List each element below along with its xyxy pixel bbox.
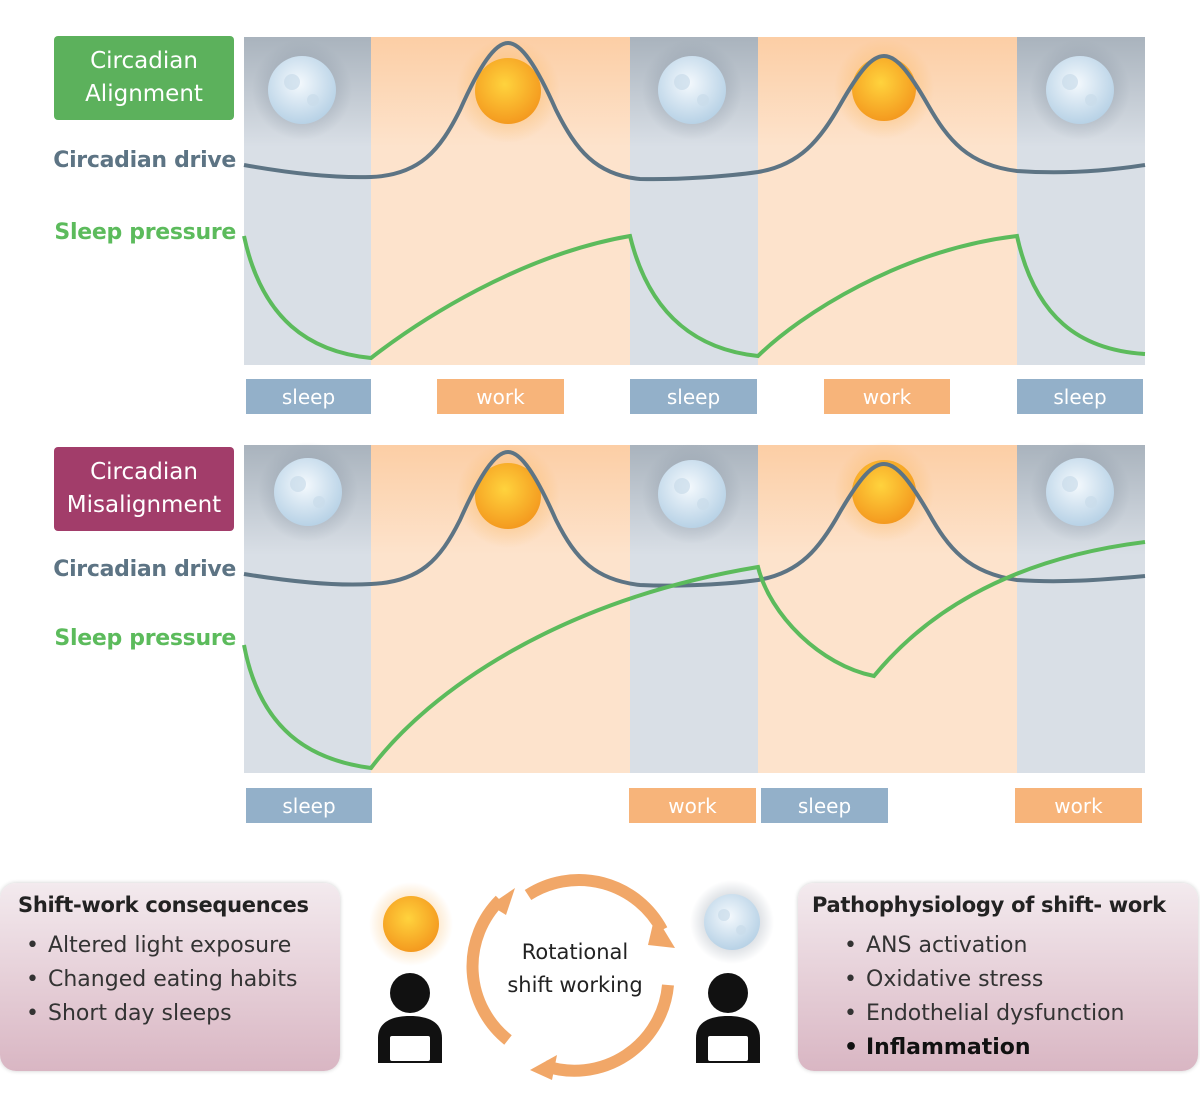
pathophysiology-title: Pathophysiology of shift- work	[812, 893, 1166, 917]
misalignment-chart	[242, 442, 1146, 773]
alignment-title-line2: Alignment	[85, 81, 203, 107]
list-item: Inflammation	[844, 1031, 1125, 1065]
rotational-line2: shift working	[507, 973, 643, 997]
moon-icon	[1030, 40, 1130, 140]
list-item: Endothelial dysfunction	[844, 997, 1125, 1031]
misalignment-title-line1: Circadian	[90, 459, 198, 485]
moon-icon	[252, 40, 352, 140]
sleep-pressure-curve	[242, 540, 1146, 771]
person-at-laptop-icon	[378, 973, 442, 1063]
moon-icon	[690, 880, 774, 964]
sun-icon	[834, 442, 934, 542]
list-item: ANS activation	[844, 929, 1125, 963]
sun-icon	[834, 39, 934, 139]
alignment-sleep-bar: sleep	[1017, 379, 1143, 414]
alignment-title-line1: Circadian	[90, 48, 198, 74]
cycle-arrows-icon	[466, 874, 675, 1080]
moon-icon	[1030, 442, 1130, 542]
alignment-sleep-bar: sleep	[630, 379, 757, 414]
alignment-work-bar: work	[824, 379, 950, 414]
pathophysiology-box: Pathophysiology of shift- work ANS activ…	[798, 883, 1198, 1071]
misalignment-work-bar: work	[629, 788, 756, 823]
shift-work-consequences-box: Shift-work consequences Altered light ex…	[0, 883, 340, 1071]
alignment-sleep-label: Sleep pressure	[54, 220, 236, 245]
misalignment-sleep-bar: sleep	[246, 788, 372, 823]
rotational-shift-label: Rotational shift working	[496, 936, 654, 1002]
list-item: Altered light exposure	[26, 929, 297, 963]
misalignment-title-line2: Misalignment	[66, 492, 222, 518]
sun-icon	[369, 882, 453, 966]
list-item: Oxidative stress	[844, 963, 1125, 997]
sun-icon	[456, 444, 560, 548]
moon-icon	[258, 442, 358, 542]
consequences-title: Shift-work consequences	[18, 893, 309, 917]
alignment-sleep-bar: sleep	[246, 379, 371, 414]
alignment-title-badge: Circadian Alignment	[54, 36, 234, 120]
list-item: Short day sleeps	[26, 997, 297, 1031]
moon-icon	[642, 40, 742, 140]
circadian-drive-curve	[243, 40, 1146, 182]
rotational-line1: Rotational	[521, 940, 629, 964]
misalignment-work-bar: work	[1015, 788, 1142, 823]
misalignment-sleep-bar: sleep	[761, 788, 888, 823]
alignment-chart	[242, 37, 1146, 365]
alignment-panel: Circadian Alignment Circadian drive Slee…	[0, 0, 1200, 430]
sleep-pressure-curve	[242, 233, 1146, 361]
pathophysiology-list: ANS activation Oxidative stress Endothel…	[844, 929, 1125, 1065]
consequences-list: Altered light exposure Changed eating ha…	[26, 929, 297, 1031]
misalignment-sleep-label: Sleep pressure	[54, 626, 236, 651]
misalignment-drive-label: Circadian drive	[53, 557, 236, 582]
rotation-illustration	[369, 874, 774, 1080]
list-item: Changed eating habits	[26, 963, 297, 997]
alignment-work-bar: work	[437, 379, 564, 414]
alignment-drive-label: Circadian drive	[53, 148, 236, 173]
moon-icon	[642, 444, 742, 544]
person-at-laptop-icon	[696, 973, 760, 1063]
misalignment-title-badge: Circadian Misalignment	[54, 447, 234, 531]
circadian-drive-curve	[243, 449, 1146, 588]
misalignment-panel: Circadian Misalignment Circadian drive S…	[53, 442, 1146, 823]
